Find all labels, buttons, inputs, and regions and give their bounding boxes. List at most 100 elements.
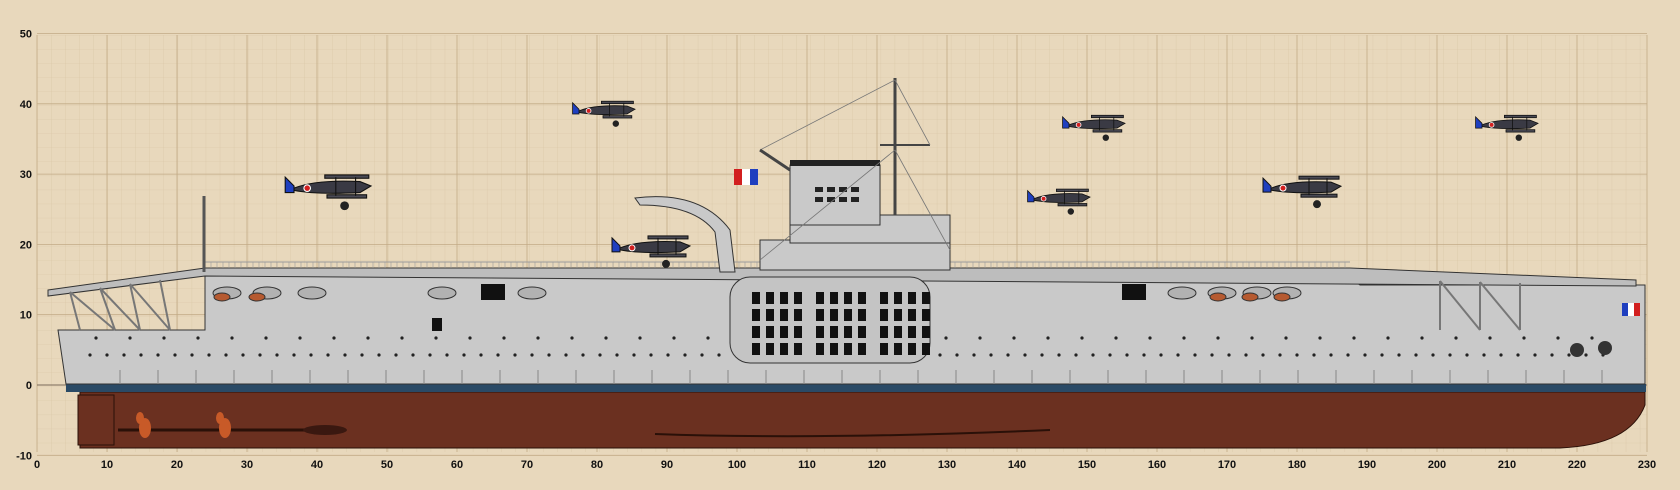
hangar-window <box>752 309 760 321</box>
cutter <box>1209 292 1227 302</box>
porthole <box>156 353 160 357</box>
porthole <box>1040 353 1044 357</box>
porthole <box>298 336 302 340</box>
hangar-window <box>894 326 902 338</box>
biplane-icon <box>1027 188 1091 215</box>
hangar-window <box>858 292 866 304</box>
lower-hull <box>79 391 1646 449</box>
hangar-window <box>858 326 866 338</box>
porthole <box>1465 353 1469 357</box>
porthole <box>1454 336 1458 340</box>
hangar-window <box>844 326 852 338</box>
porthole <box>1386 336 1390 340</box>
cutter <box>248 292 266 302</box>
hangar-window <box>794 292 802 304</box>
hangar-window <box>830 292 838 304</box>
island-base <box>759 239 951 271</box>
porthole <box>1488 336 1492 340</box>
porthole <box>570 336 574 340</box>
bilge-keel <box>654 429 1051 438</box>
porthole <box>343 353 347 357</box>
porthole <box>1244 353 1248 357</box>
y-tick-label: 0 <box>26 380 32 392</box>
porthole <box>434 336 438 340</box>
porthole <box>196 336 200 340</box>
porthole <box>1448 353 1452 357</box>
x-tick-label: 30 <box>241 459 253 471</box>
biplane-icon <box>611 235 692 268</box>
hull-frames <box>119 370 1603 384</box>
porthole <box>978 336 982 340</box>
porthole <box>1250 336 1254 340</box>
porthole <box>598 353 602 357</box>
x-tick-label: 100 <box>728 459 746 471</box>
porthole <box>564 353 568 357</box>
porthole <box>1046 336 1050 340</box>
hangar-window <box>844 292 852 304</box>
porthole <box>1216 336 1220 340</box>
porthole <box>1329 353 1333 357</box>
porthole <box>706 336 710 340</box>
x-tick-label: 110 <box>798 459 816 471</box>
porthole <box>1352 336 1356 340</box>
hangar-window <box>816 309 824 321</box>
porthole <box>1533 353 1537 357</box>
biplane-icon <box>1062 114 1126 141</box>
hangar-window <box>780 326 788 338</box>
x-tick-label: 70 <box>521 459 533 471</box>
porthole <box>1142 353 1146 357</box>
hangar-window <box>908 326 916 338</box>
mast-rigging <box>759 79 951 261</box>
porthole <box>604 336 608 340</box>
x-tick-label: 120 <box>868 459 886 471</box>
anchor-icon <box>1570 341 1612 357</box>
porthole <box>230 336 234 340</box>
hangar-window <box>766 343 774 355</box>
hangar-window <box>880 343 888 355</box>
porthole <box>462 353 466 357</box>
flight-deck <box>47 267 1637 297</box>
lifeboat <box>297 286 327 300</box>
x-tick-label: 180 <box>1288 459 1306 471</box>
hangar-window <box>780 292 788 304</box>
hangar-window <box>894 309 902 321</box>
porthole <box>1125 353 1129 357</box>
porthole <box>502 336 506 340</box>
lifeboat <box>427 286 457 300</box>
stern-truss <box>69 279 171 331</box>
porthole <box>530 353 534 357</box>
funnel-vents <box>815 187 859 202</box>
x-tick-label: 50 <box>381 459 393 471</box>
hangar-window <box>908 343 916 355</box>
porthole <box>955 353 959 357</box>
hangar-window <box>780 343 788 355</box>
hangar-window <box>894 292 902 304</box>
hangar-window <box>780 309 788 321</box>
porthole <box>88 353 92 357</box>
porthole <box>1431 353 1435 357</box>
porthole <box>190 353 194 357</box>
x-tick-label: 150 <box>1078 459 1096 471</box>
cutter <box>1273 292 1291 302</box>
y-tick-label: 50 <box>20 29 32 41</box>
porthole <box>615 353 619 357</box>
aircraft-formation <box>284 100 1539 268</box>
porthole <box>224 353 228 357</box>
porthole <box>173 353 177 357</box>
x-tick-label: 230 <box>1638 459 1656 471</box>
porthole <box>1556 336 1560 340</box>
porthole <box>1482 353 1486 357</box>
porthole <box>700 353 704 357</box>
porthole <box>1420 336 1424 340</box>
hangar-window <box>858 343 866 355</box>
porthole <box>547 353 551 357</box>
porthole <box>1182 336 1186 340</box>
shaft-bossing <box>303 425 347 435</box>
porthole <box>581 353 585 357</box>
y-tick-label: 10 <box>20 310 32 322</box>
x-tick-label: 60 <box>451 459 463 471</box>
porthole <box>264 336 268 340</box>
